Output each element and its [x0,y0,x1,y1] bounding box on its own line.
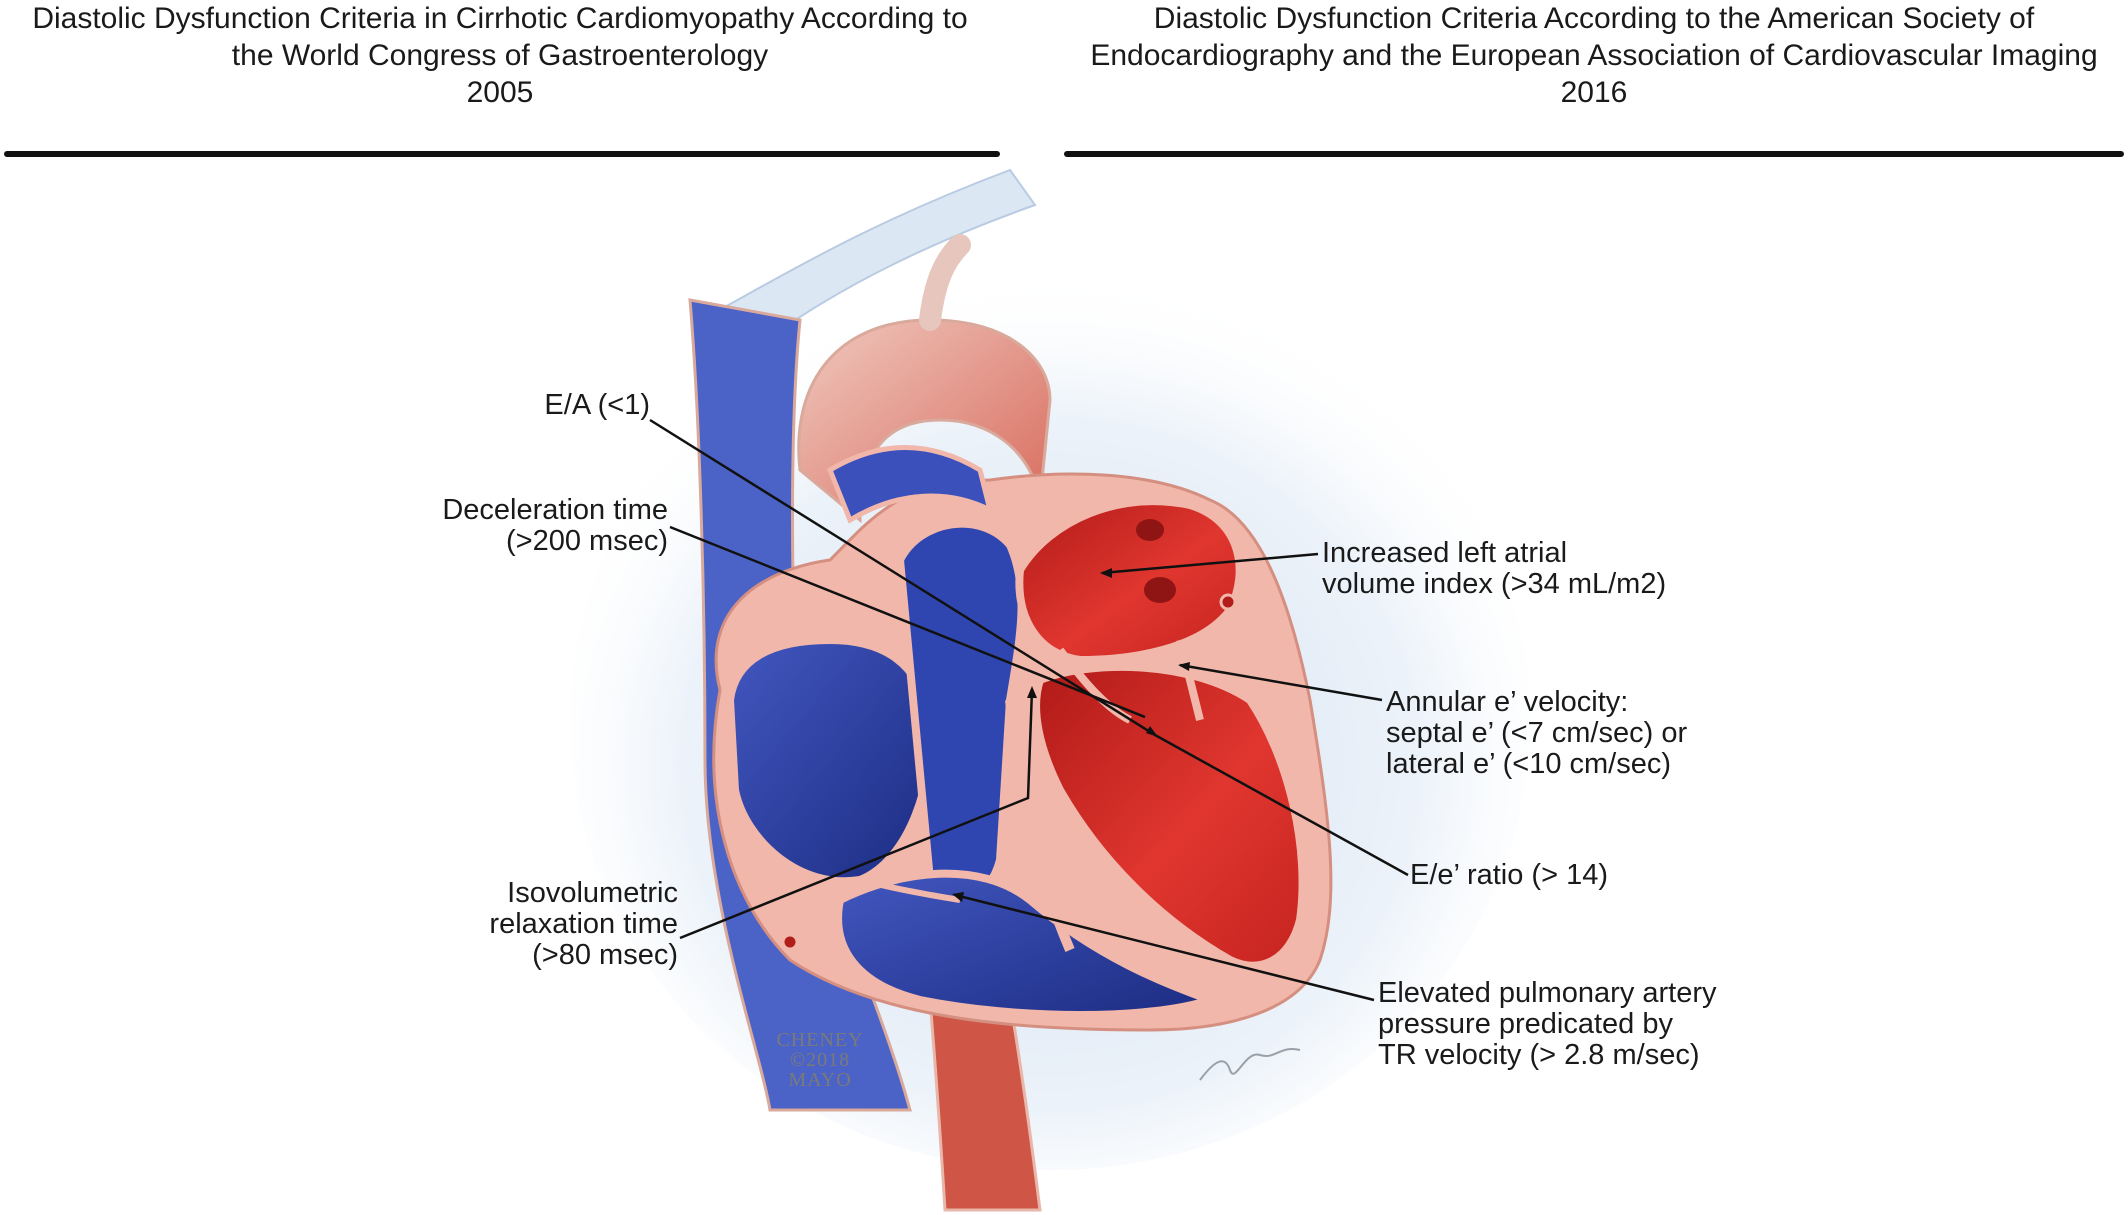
header-right-line: Endocardiography and the European Associ… [1090,39,2098,72]
label-annular-text: Annular e’ velocity: [1386,686,1629,718]
label-decel-text: Deceleration time [442,494,668,526]
label-ee-text: E/e’ ratio (> 14) [1410,859,1608,891]
arrow-annular [1178,662,1190,671]
leader-annular [1179,663,1383,702]
coronary-vessel [781,933,799,951]
header-right: Diastolic Dysfunction Criteria According… [1060,0,2128,111]
label-decel-text: (>200 msec) [506,525,668,557]
label-pap-text: Elevated pulmonary artery [1378,977,1717,1009]
arrow-ea [1146,726,1158,737]
label-ee-ratio: E/e’ ratio (> 14) [1410,860,1608,891]
left-ventricle [1032,662,1307,970]
arrow-lavi [1100,568,1112,578]
mitral-valve [1176,639,1204,721]
label-annular-e-velocity: Annular e’ velocity: septal e’ (<7 cm/se… [1386,687,1687,780]
signature-line: CHENEY [776,1029,864,1051]
signature-line: ©2018 [789,1049,851,1071]
label-lavi-text: volume index (>34 mL/m2) [1322,568,1667,600]
arrow-pap [952,892,964,902]
leader-decel [669,525,1146,719]
header-left-year: 2005 [466,76,534,109]
divider-left [4,151,1000,157]
pulmonary-vein-opening [1136,519,1164,541]
artist-signature-scribble [1199,1047,1301,1081]
label-pap-text: pressure predicated by [1378,1008,1673,1040]
header-right-year: 2016 [1560,76,1628,109]
label-ivrt-text: Isovolumetric [507,877,678,909]
pulmonary-artery-top [826,445,994,524]
leader-lines [649,418,1409,1002]
label-annular-text: septal e’ (<7 cm/sec) or [1386,717,1688,749]
header-left-line: Diastolic Dysfunction Criteria in Cirrho… [32,2,968,35]
leader-lavi [1101,552,1319,575]
label-annular-text: lateral e’ (<10 cm/sec) [1386,748,1672,780]
leader-ivrt [679,689,1034,940]
label-ea-text: E/A (<1) [544,389,650,421]
label-pap-text: TR velocity (> 2.8 m/sec) [1378,1039,1700,1071]
header-right-line: Diastolic Dysfunction Criteria According… [1153,2,2035,35]
header-left-line: the World Congress of Gastroenterology [231,39,769,72]
leader-arrowheads [952,568,1190,902]
arch-branch [919,234,971,331]
label-ivrt-text: relaxation time [489,908,678,940]
right-ventricle [834,869,1222,1019]
signature-line: MAYO [788,1069,852,1091]
leader-ee [1154,733,1409,877]
leader-ea [649,418,1156,737]
pulmonary-vein-opening [1144,577,1176,603]
label-ivrt-text: (>80 msec) [532,939,678,971]
septum-line [1005,699,1075,952]
label-lavi-text: Increased left atrial [1322,537,1568,569]
artist-signature: CHENEY ©2018 MAYO [770,1030,870,1090]
label-isovolumetric-relaxation-time: Isovolumetric relaxation time (>80 msec) [440,878,678,971]
label-ea: E/A (<1) [520,390,650,421]
arrow-ivrt [1027,686,1037,698]
coronary-vessel [1219,593,1237,611]
tricuspid-valve [859,877,961,903]
header-left: Diastolic Dysfunction Criteria in Cirrho… [0,0,1000,111]
label-deceleration-time: Deceleration time (>200 msec) [400,495,668,557]
label-left-atrial-volume-index: Increased left atrial volume index (>34 … [1322,538,1666,600]
leader-pap [954,893,1375,1002]
divider-right [1064,151,2124,157]
label-pulmonary-artery-pressure: Elevated pulmonary artery pressure predi… [1378,978,1717,1071]
aorta-descending [928,998,1042,1212]
right-atrium [725,635,935,886]
